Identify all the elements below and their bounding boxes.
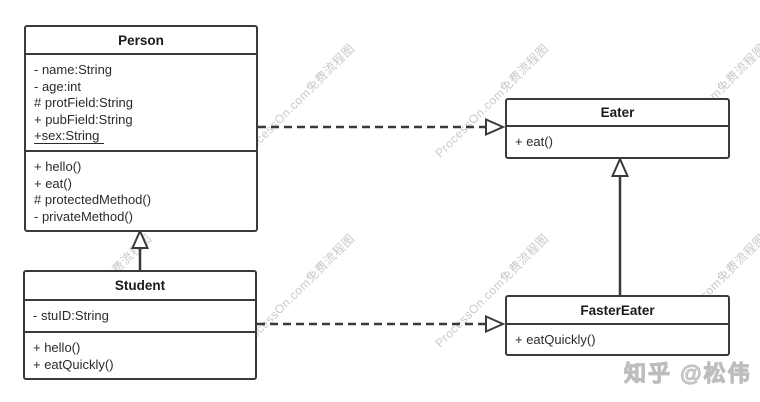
method: # protectedMethod() — [34, 192, 152, 207]
class-methods-section: + hello() + eatQuickly() — [25, 333, 255, 378]
class-methods-section: + hello() + eat() # protectedMethod() - … — [26, 152, 256, 230]
hollow-triangle-arrowhead — [485, 117, 506, 137]
class-methods-section: + eatQuickly() — [507, 325, 728, 354]
method: + eatQuickly() — [515, 332, 596, 347]
field-underlined: +sex:String — [34, 128, 248, 145]
method: + eatQuickly() — [33, 356, 114, 372]
method: - privateMethod() — [34, 208, 133, 224]
class-box-person: Person - name:String - age:int # protFie… — [24, 25, 258, 232]
method: + hello() — [33, 340, 81, 355]
class-box-eater: Eater + eat() — [505, 98, 730, 159]
hollow-triangle-arrowhead — [610, 156, 630, 177]
field: + pubField:String — [34, 111, 133, 127]
class-box-fastereater: FasterEater + eatQuickly() — [505, 295, 730, 356]
class-fields-section: - stuID:String — [25, 301, 255, 333]
class-methods-section: + eat() — [507, 127, 728, 157]
hollow-triangle-arrowhead — [130, 228, 150, 249]
field: # protField:String — [34, 95, 133, 110]
zhihu-author-watermark: 知乎 @松伟 — [624, 361, 752, 387]
method: + eat() — [515, 134, 553, 149]
field: - name:String — [34, 62, 113, 77]
method: + eat() — [34, 175, 72, 191]
class-title: Eater — [507, 100, 728, 127]
field: - age:int — [34, 78, 81, 94]
field: - stuID:String — [33, 308, 109, 323]
class-box-student: Student - stuID:String + hello() + eatQu… — [23, 270, 257, 380]
class-title: Student — [25, 272, 255, 301]
class-title: Person — [26, 27, 256, 55]
method: + hello() — [34, 159, 82, 174]
class-fields-section: - name:String - age:int # protField:Stri… — [26, 55, 256, 152]
class-title: FasterEater — [507, 297, 728, 325]
hollow-triangle-arrowhead — [485, 314, 506, 334]
field-text: +sex:String — [34, 128, 105, 144]
